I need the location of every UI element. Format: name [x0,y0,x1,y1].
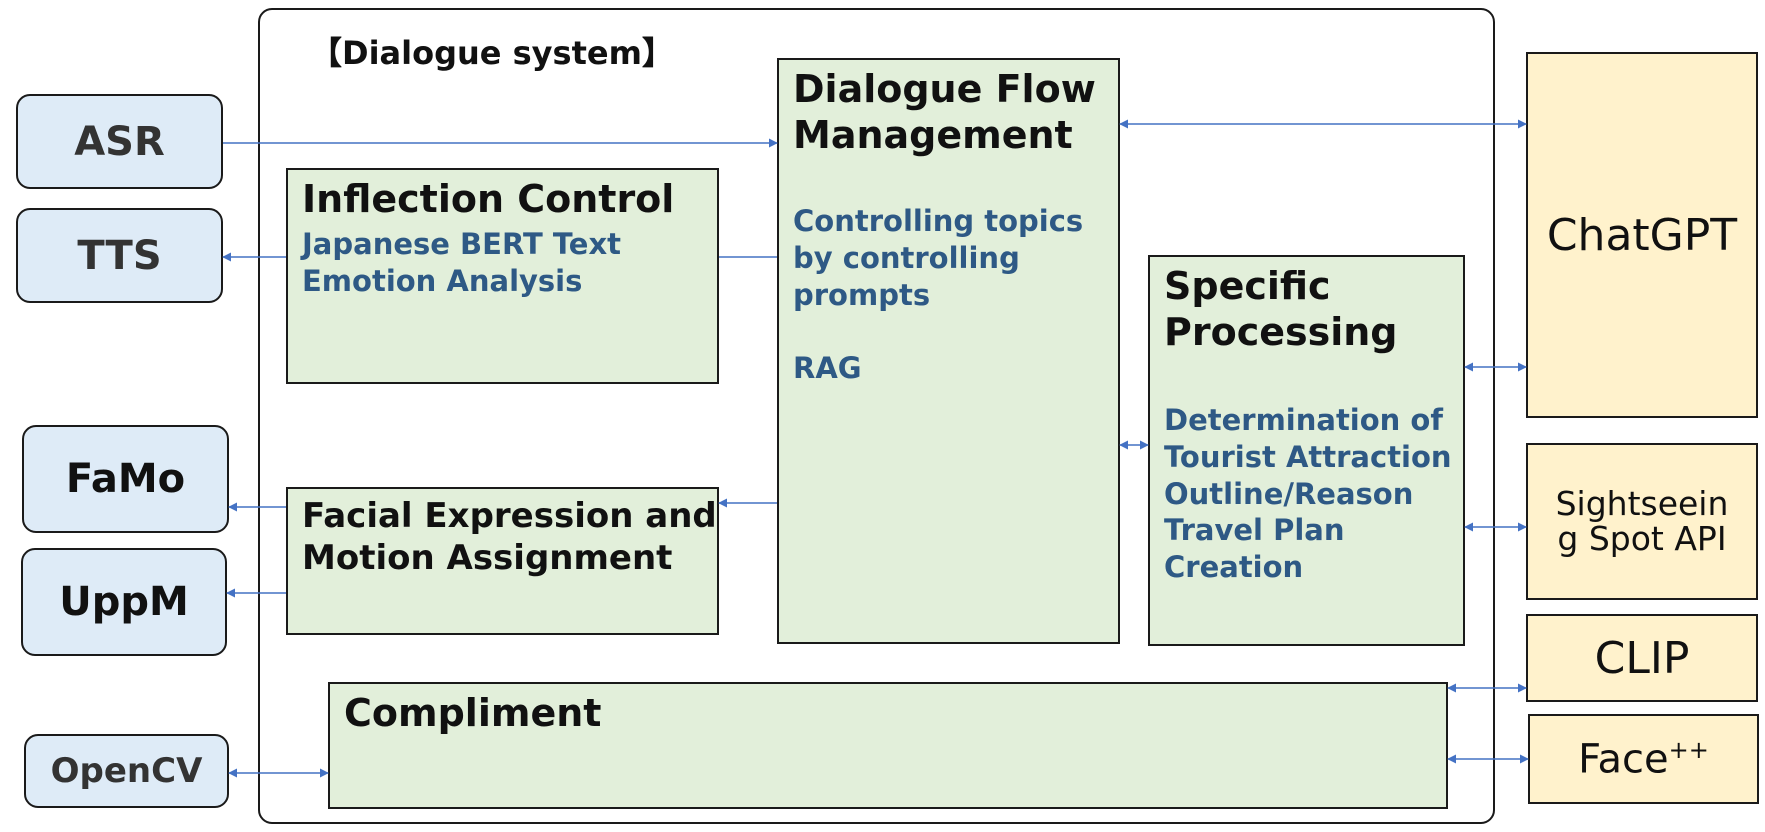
specific-processing-description: Determination of Tourist Attraction Outl… [1164,403,1452,585]
asr-box: ASR [16,94,223,189]
famo-label: FaMo [65,456,186,502]
dialogue-flow-management-title: Dialogue Flow Management [793,67,1096,158]
specific-processing-module: Specific Processing Determination of Tou… [1148,255,1465,646]
facial-expression-motion-title: Facial Expression and Motion Assignment [302,496,717,579]
chatgpt-box: ChatGPT [1526,52,1758,418]
sightseeing-api-box: Sightseein g Spot API [1526,443,1758,600]
tts-label: TTS [77,232,162,279]
face-label-base: Face [1578,736,1669,783]
face-plus-plus-label: Face++ [1578,736,1709,782]
face-plus-plus-box: Face++ [1528,714,1759,804]
dialogue-flow-management-description: Controlling topics by controlling prompt… [793,204,1084,386]
uppm-box: UppM [21,548,227,656]
tts-box: TTS [16,208,223,303]
dialogue-system-frame [258,8,1495,824]
facial-expression-motion-module: Facial Expression and Motion Assignment [286,487,719,635]
clip-label: CLIP [1594,632,1690,684]
sightseeing-api-label: Sightseein g Spot API [1555,483,1729,558]
inflection-control-description: Japanese BERT Text Emotion Analysis [302,227,622,298]
face-label-superscript: ++ [1668,735,1709,764]
asr-label: ASR [74,118,165,165]
dialogue-flow-management-module: Dialogue Flow Management Controlling top… [777,58,1120,644]
compliment-module: Compliment [328,682,1448,809]
inflection-control-module: Inflection Control Japanese BERT Text Em… [286,168,719,384]
famo-box: FaMo [22,425,229,533]
compliment-title: Compliment [344,691,602,735]
dialogue-system-label: 【Dialogue system】 [310,34,674,72]
clip-box: CLIP [1526,614,1758,702]
uppm-label: UppM [59,579,189,625]
opencv-box: OpenCV [24,734,229,808]
opencv-label: OpenCV [50,751,203,791]
specific-processing-title: Specific Processing [1164,264,1398,355]
inflection-control-title: Inflection Control [302,177,675,221]
chatgpt-label: ChatGPT [1546,209,1738,261]
